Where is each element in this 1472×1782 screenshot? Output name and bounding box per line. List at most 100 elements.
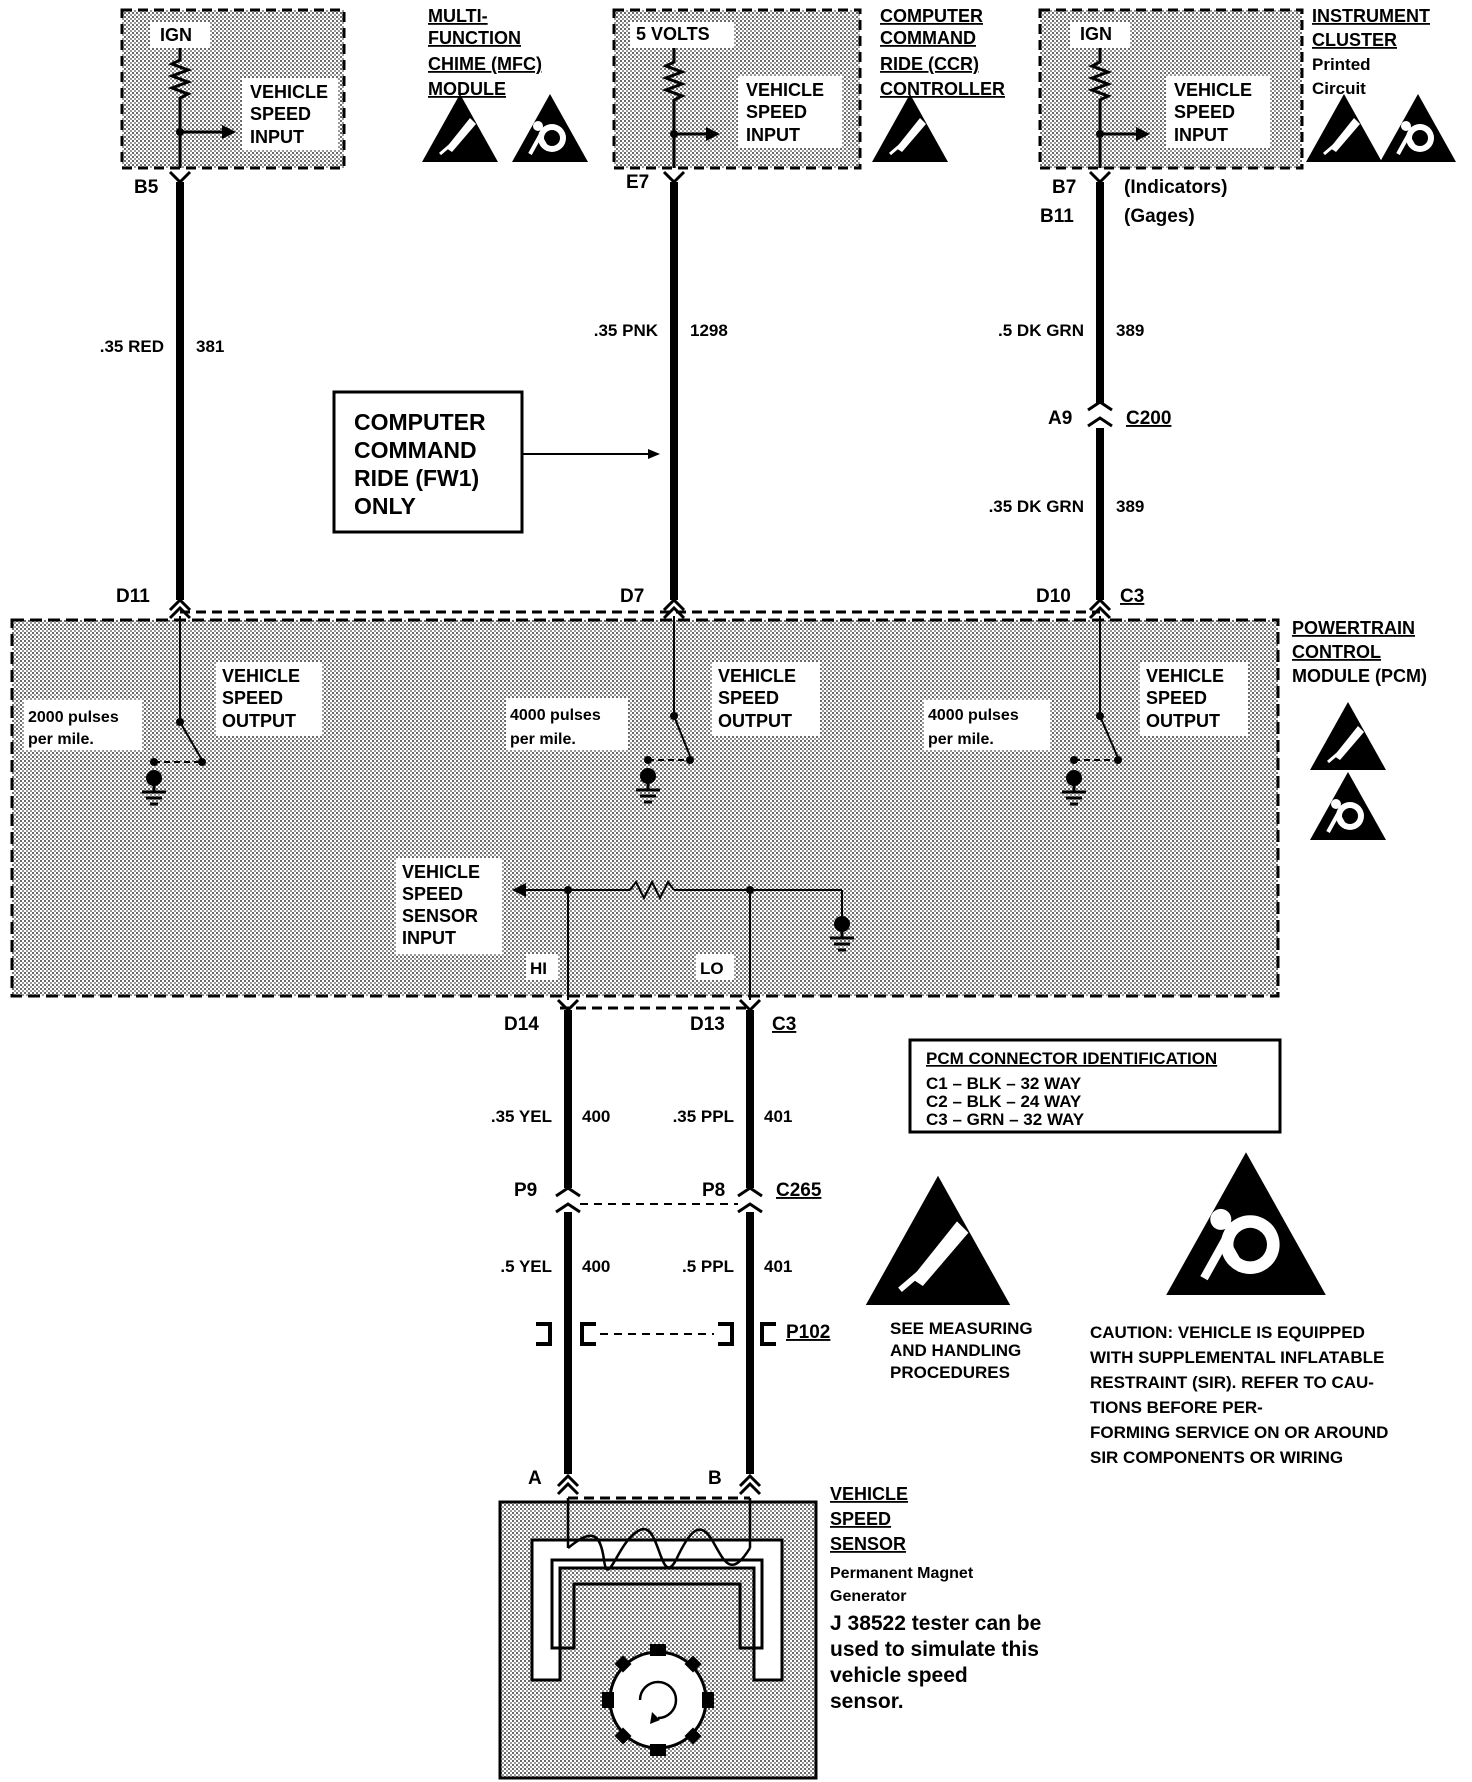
ccr-supply-label: 5 VOLTS	[636, 24, 710, 44]
pin-b5: B5	[134, 177, 159, 198]
svg-text:RIDE (FW1): RIDE (FW1)	[354, 465, 479, 491]
pin-b7: B7	[1052, 177, 1076, 198]
mfc-title: MULTI- FUNCTION CHIME (MFC) MODULE	[428, 6, 542, 99]
wire-381-circuit: 381	[196, 337, 224, 356]
ccr-module: 5 VOLTS VEHICLE SPEED INPUT	[612, 8, 862, 170]
svg-text:COMMAND: COMMAND	[880, 28, 976, 48]
svg-text:C3 – GRN – 32 WAY: C3 – GRN – 32 WAY	[926, 1110, 1085, 1129]
svg-text:OUTPUT: OUTPUT	[718, 711, 792, 731]
mfc-input-line3: INPUT	[250, 127, 304, 147]
svg-text:2000 pulses: 2000 pulses	[28, 709, 119, 726]
svg-text:SPEED: SPEED	[718, 688, 779, 708]
svg-text:VEHICLE: VEHICLE	[402, 862, 480, 882]
svg-text:C200: C200	[1126, 408, 1171, 429]
svg-text:CAUTION: VEHICLE IS EQUIPPED: CAUTION: VEHICLE IS EQUIPPED	[1090, 1323, 1365, 1342]
svg-text:vehicle speed: vehicle speed	[830, 1664, 968, 1687]
cluster-supply-label: IGN	[1080, 24, 1112, 44]
svg-text:C1 – BLK – 32 WAY: C1 – BLK – 32 WAY	[926, 1074, 1082, 1093]
esd-warning-icon	[870, 92, 950, 164]
sir-warning-icon	[510, 92, 590, 164]
svg-text:MODULE (PCM): MODULE (PCM)	[1292, 666, 1427, 686]
wire-401-circuit: 401	[764, 1107, 792, 1126]
pin-d10: D10	[1036, 586, 1071, 607]
svg-text:MULTI-: MULTI-	[428, 6, 488, 26]
sensor-pin-a: A	[528, 1468, 542, 1489]
svg-text:AND HANDLING: AND HANDLING	[890, 1341, 1021, 1360]
svg-text:SENSOR: SENSOR	[830, 1534, 906, 1554]
svg-text:P8: P8	[702, 1180, 725, 1201]
wire-401-color: .35 PPL	[673, 1107, 734, 1126]
svg-text:COMPUTER: COMPUTER	[880, 6, 983, 26]
svg-text:MODULE: MODULE	[428, 79, 506, 99]
svg-text:4000 pulses: 4000 pulses	[510, 707, 601, 724]
svg-text:CLUSTER: CLUSTER	[1312, 30, 1397, 50]
pcm-title: POWERTRAIN CONTROL MODULE (PCM)	[1292, 618, 1427, 686]
mfc-supply-label: IGN	[160, 25, 192, 45]
pin-e7: E7	[626, 172, 649, 193]
wire-1298-circuit: 1298	[690, 321, 728, 340]
hi-label: HI	[530, 959, 547, 978]
wire-401-lower-circuit: 401	[764, 1257, 792, 1276]
large-sir-icon	[1166, 1152, 1326, 1295]
svg-text:sensor.: sensor.	[830, 1690, 904, 1713]
sensor-title: VEHICLE SPEED SENSOR Permanent Magnet Ge…	[830, 1484, 1041, 1713]
p102-connector: P102	[536, 1322, 830, 1346]
svg-text:C265: C265	[776, 1180, 822, 1201]
mfc-module: IGN VEHICLE SPEED INPUT	[120, 8, 346, 170]
pcm-module	[10, 610, 1280, 1010]
wire-389-color: .5 DK GRN	[998, 321, 1084, 340]
cluster-input-line2: SPEED	[1174, 102, 1235, 122]
svg-text:A9: A9	[1048, 408, 1072, 429]
svg-text:ONLY: ONLY	[354, 493, 416, 519]
pcm-top-connector-name: C3	[1120, 586, 1144, 607]
cluster-input-line3: INPUT	[1174, 125, 1228, 145]
svg-text:SPEED: SPEED	[222, 688, 283, 708]
pcm-output-2: VEHICLE SPEED OUTPUT 4000 pulses per mil…	[506, 662, 820, 750]
svg-text:RESTRAINT (SIR). REFER TO CAU-: RESTRAINT (SIR). REFER TO CAU-	[1090, 1373, 1374, 1392]
ccr-title: COMPUTER COMMAND RIDE (CCR) CONTROLLER	[880, 6, 1005, 99]
svg-text:P9: P9	[514, 1180, 537, 1201]
large-esd-icon	[866, 1176, 1010, 1305]
svg-text:OUTPUT: OUTPUT	[1146, 711, 1220, 731]
pcm-bottom-connector-name: C3	[772, 1014, 796, 1035]
wire-401-lower-color: .5 PPL	[682, 1257, 734, 1276]
svg-text:VEHICLE: VEHICLE	[718, 666, 796, 686]
pin-d13: D13	[690, 1014, 725, 1035]
svg-text:Printed: Printed	[1312, 55, 1371, 74]
c265-connector: P9 P8 C265	[514, 1180, 822, 1214]
fw1-note-box: COMPUTER COMMAND RIDE (FW1) ONLY	[332, 390, 660, 534]
svg-text:VEHICLE: VEHICLE	[830, 1484, 908, 1504]
svg-text:VEHICLE: VEHICLE	[1146, 666, 1224, 686]
svg-text:Permanent Magnet: Permanent Magnet	[830, 1565, 974, 1582]
wire-400-lower-circuit: 400	[582, 1257, 610, 1276]
pcm-sensor-input: VEHICLE SPEED SENSOR INPUT HI LO	[396, 858, 856, 1000]
ccr-input-line1: VEHICLE	[746, 80, 824, 100]
mfc-input-line2: SPEED	[250, 104, 311, 124]
svg-text:Circuit: Circuit	[1312, 79, 1366, 98]
esd-warning-icon	[1308, 700, 1388, 772]
wire-389-circuit: 389	[1116, 321, 1144, 340]
cluster-input-line1: VEHICLE	[1174, 80, 1252, 100]
svg-text:per mile.: per mile.	[28, 731, 94, 748]
svg-text:COMMAND: COMMAND	[354, 437, 477, 463]
mfc-input-line1: VEHICLE	[250, 82, 328, 102]
svg-text:CHIME (MFC): CHIME (MFC)	[428, 54, 542, 74]
svg-text:PROCEDURES: PROCEDURES	[890, 1363, 1010, 1382]
vehicle-speed-sensor	[498, 1498, 818, 1780]
wire-1298-color: .35 PNK	[594, 321, 659, 340]
cluster-title: INSTRUMENT CLUSTER Printed Circuit	[1312, 6, 1430, 98]
svg-text:INSTRUMENT: INSTRUMENT	[1312, 6, 1430, 26]
pin-d14: D14	[504, 1014, 539, 1035]
wire-381-color: .35 RED	[100, 337, 164, 356]
pcm-output-1: VEHICLE SPEED OUTPUT 2000 pulses per mil…	[24, 662, 322, 750]
cluster-module: IGN VEHICLE SPEED INPUT	[1038, 8, 1304, 170]
svg-text:SPEED: SPEED	[830, 1509, 891, 1529]
svg-text:SPEED: SPEED	[1146, 688, 1207, 708]
ccr-input-line2: SPEED	[746, 102, 807, 122]
svg-text:SENSOR: SENSOR	[402, 906, 478, 926]
pcm-output-3: VEHICLE SPEED OUTPUT 4000 pulses per mil…	[924, 662, 1248, 750]
svg-text:INPUT: INPUT	[402, 928, 456, 948]
svg-text:FORMING SERVICE ON OR AROUND: FORMING SERVICE ON OR AROUND	[1090, 1423, 1388, 1442]
svg-text:SIR COMPONENTS OR WIRING: SIR COMPONENTS OR WIRING	[1090, 1448, 1343, 1467]
esd-warning-icon	[420, 92, 500, 164]
